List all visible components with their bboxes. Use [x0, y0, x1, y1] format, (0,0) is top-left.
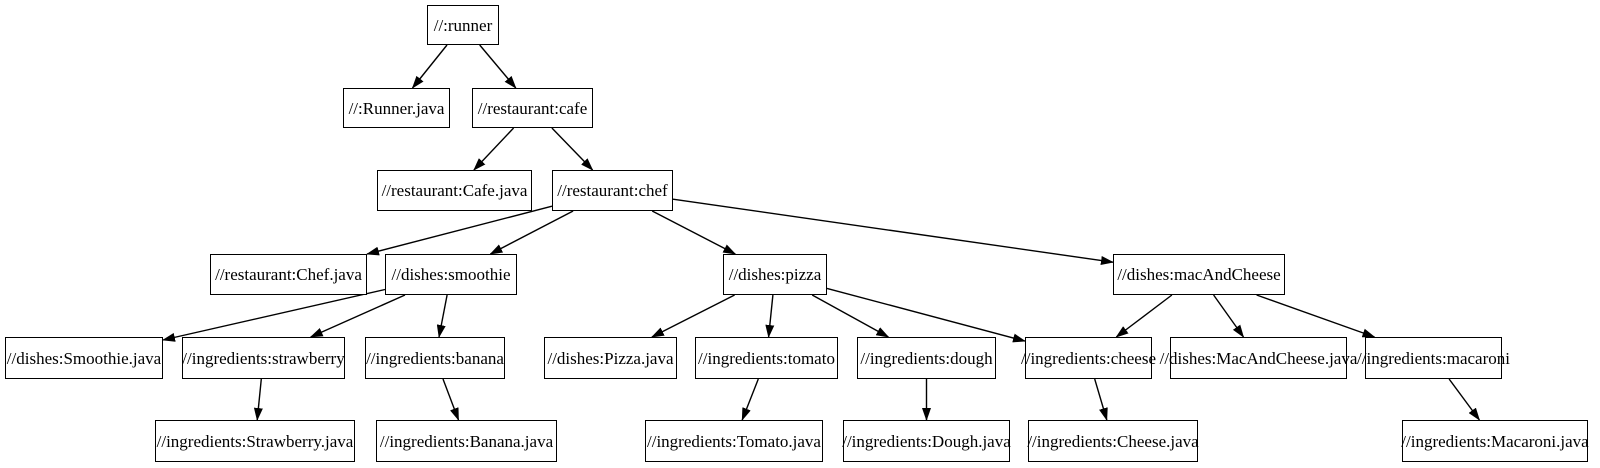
- graph-node-macandcheese: //dishes:macAndCheese: [1113, 254, 1285, 295]
- graph-node-cafe: //restaurant:cafe: [472, 88, 593, 128]
- graph-node-runner_java: //:Runner.java: [343, 88, 450, 128]
- graph-edge-pizza-to-cheese: [826, 287, 1026, 343]
- graph-edge-tomato-to-tomato_java: [741, 378, 759, 421]
- graph-node-smoothie: //dishes:smoothie: [385, 254, 517, 295]
- graph-edge-runner-to-cafe: [479, 44, 517, 89]
- graph-edge-pizza-to-pizza_java: [651, 294, 735, 338]
- graph-edge-chef-to-macandcheese: [672, 198, 1114, 265]
- graph-node-macaroni_java: //ingredients:Macaroni.java: [1401, 420, 1589, 462]
- graph-node-chef_java: //restaurant:Chef.java: [210, 254, 367, 295]
- graph-edge-macaroni-to-macaroni_java: [1448, 378, 1480, 421]
- graph-edge-smoothie-to-strawberry: [309, 294, 406, 338]
- graph-edge-smoothie-to-smoothie_java: [162, 288, 386, 342]
- graph-node-cafe_java: //restaurant:Cafe.java: [377, 170, 532, 211]
- graph-edge-cafe-to-cafe_java: [473, 127, 515, 171]
- graph-node-runner: //:runner: [427, 5, 499, 45]
- graph-node-dough_java: //ingredients:Dough.java: [842, 420, 1011, 462]
- graph-edge-macandcheese-to-cheese: [1115, 294, 1173, 338]
- graph-edge-pizza-to-dough: [811, 294, 890, 338]
- graph-node-chef: //restaurant:chef: [552, 170, 673, 211]
- graph-node-tomato: //ingredients:tomato: [695, 337, 838, 379]
- graph-node-cheese_java: //ingredients:Cheese.java: [1027, 420, 1199, 462]
- graph-node-strawberry_java: //ingredients:Strawberry.java: [155, 420, 355, 462]
- graph-edge-chef-to-pizza: [651, 210, 737, 255]
- graph-edge-strawberry-to-strawberry_java: [253, 378, 263, 421]
- graph-edge-chef-to-smoothie: [489, 210, 574, 255]
- graph-edge-smoothie-to-banana: [436, 294, 448, 338]
- graph-edge-runner-to-runner_java: [411, 44, 448, 89]
- graph-edge-macandcheese-to-macaroni: [1256, 294, 1376, 338]
- graph-node-macandcheese_java: //dishes:MacAndCheese.java: [1160, 337, 1357, 379]
- graph-node-strawberry: //ingredients:strawberry: [182, 337, 345, 379]
- graph-edge-pizza-to-tomato: [765, 294, 775, 338]
- graph-edge-banana-to-banana_java: [442, 378, 460, 421]
- graph-edge-macandcheese-to-macandcheese_java: [1213, 294, 1245, 338]
- graph-node-pizza_java: //dishes:Pizza.java: [544, 337, 677, 379]
- graph-node-banana_java: //ingredients:Banana.java: [376, 420, 557, 462]
- graph-node-smoothie_java: //dishes:Smoothie.java: [5, 337, 163, 379]
- graph-edge-chef-to-chef_java: [366, 205, 553, 256]
- graph-node-cheese: //ingredients:cheese: [1021, 337, 1156, 379]
- graph-node-pizza: //dishes:pizza: [723, 254, 827, 295]
- graph-edge-cafe-to-chef: [551, 127, 594, 171]
- graph-node-tomato_java: //ingredients:Tomato.java: [645, 420, 823, 462]
- graph-node-macaroni: //ingredients:macaroni: [1357, 337, 1510, 379]
- graph-node-dough: //ingredients:dough: [857, 337, 996, 379]
- graph-edge-cheese-to-cheese_java: [1094, 378, 1108, 421]
- graph-node-banana: //ingredients:banana: [365, 337, 505, 379]
